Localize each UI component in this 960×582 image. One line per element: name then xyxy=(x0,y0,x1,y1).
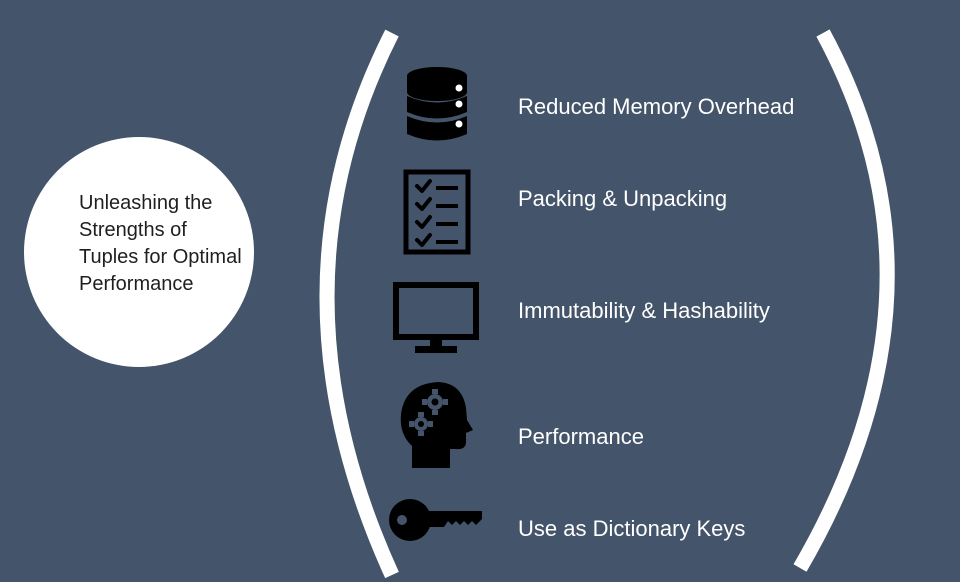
left-parenthesis xyxy=(319,29,399,579)
item-label-dictionary-keys: Use as Dictionary Keys xyxy=(518,516,746,541)
item-label-reduced-memory-overhead: Reduced Memory Overhead xyxy=(518,94,795,119)
title-text: Unleashing the Strengths of Tuples for O… xyxy=(79,192,242,295)
monitor-icon xyxy=(393,282,479,353)
right-parenthesis xyxy=(793,29,895,572)
title-circle: Unleashing the Strengths of Tuples for O… xyxy=(24,137,254,367)
checklist-icon xyxy=(403,169,471,255)
head-gears-icon xyxy=(400,382,473,468)
item-label-immutability-hashability: Immutability & Hashability xyxy=(518,298,770,323)
key-icon xyxy=(389,499,482,541)
item-label-packing-unpacking: Packing & Unpacking xyxy=(518,186,728,211)
item-label-performance: Performance xyxy=(518,424,644,449)
database-icon xyxy=(407,67,467,141)
